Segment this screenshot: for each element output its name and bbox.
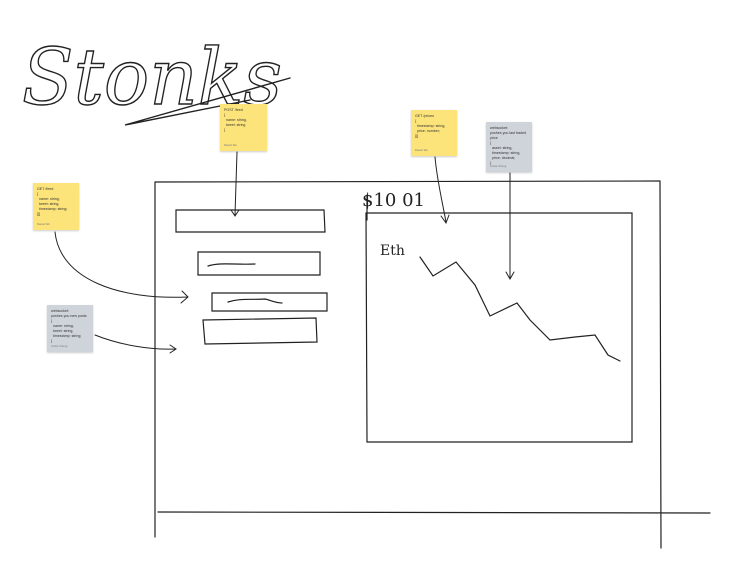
note-author: Curtis Chong: [490, 164, 507, 168]
note-author: Daniel Wu: [224, 143, 237, 147]
sticky-note-get-feed[interactable]: GET /feed { name: string, tweet: string,…: [33, 183, 79, 230]
sticky-note-post-feed[interactable]: POST /feed { name: string, tweet: string…: [220, 104, 267, 151]
note-text: GET /prices { timestamp: string, price: …: [415, 114, 446, 138]
note-text: GET /feed { name: string, tweet: string,…: [37, 187, 68, 216]
sticky-note-get-prices[interactable]: GET /prices { timestamp: string, price: …: [411, 110, 457, 156]
note-text: websocket: pushes you last traded price …: [490, 126, 527, 165]
note-text: websocket: pushes you new posts { name: …: [51, 309, 87, 343]
price-line: [419, 256, 621, 362]
note-author: Curtis Chong: [51, 344, 68, 348]
note-author: Daniel Wu: [415, 148, 428, 152]
connector-arrows: [54, 151, 515, 354]
chart-label: Eth: [380, 243, 405, 259]
note-author: Daniel Wu: [37, 222, 50, 226]
sticky-note-websocket-prices[interactable]: websocket: pushes you last traded price …: [486, 122, 532, 172]
price-label: $10 01: [362, 190, 425, 211]
wireframe-page: [154, 180, 711, 549]
chart-frame: Eth: [365, 194, 633, 443]
title-underline-swoosh: [124, 77, 291, 126]
note-text: POST /feed { name: string, tweet: string…: [224, 108, 247, 132]
sticky-note-websocket-posts[interactable]: websocket: pushes you new posts { name: …: [47, 305, 93, 352]
